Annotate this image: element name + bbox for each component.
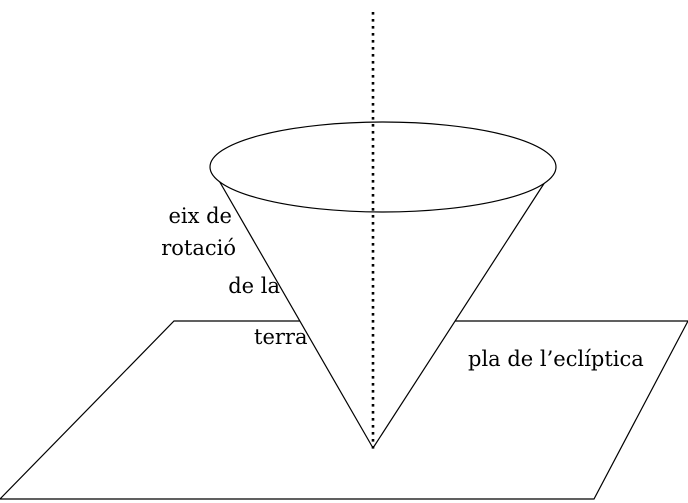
axis-label-line-1: eix de bbox=[168, 204, 232, 228]
cone-left-side bbox=[209, 164, 374, 449]
axis-label-line-4: terra bbox=[254, 325, 308, 349]
cone-top-ellipse bbox=[209, 121, 557, 213]
cone-right-side bbox=[372, 164, 557, 449]
axis-label-line-2: rotació bbox=[161, 236, 236, 260]
ecliptic-plane bbox=[0, 320, 688, 500]
cone-mask bbox=[210, 165, 556, 448]
axis-label-line-3: de la bbox=[228, 274, 280, 298]
ecliptic-plane-label: pla de l’eclíptica bbox=[468, 347, 644, 371]
